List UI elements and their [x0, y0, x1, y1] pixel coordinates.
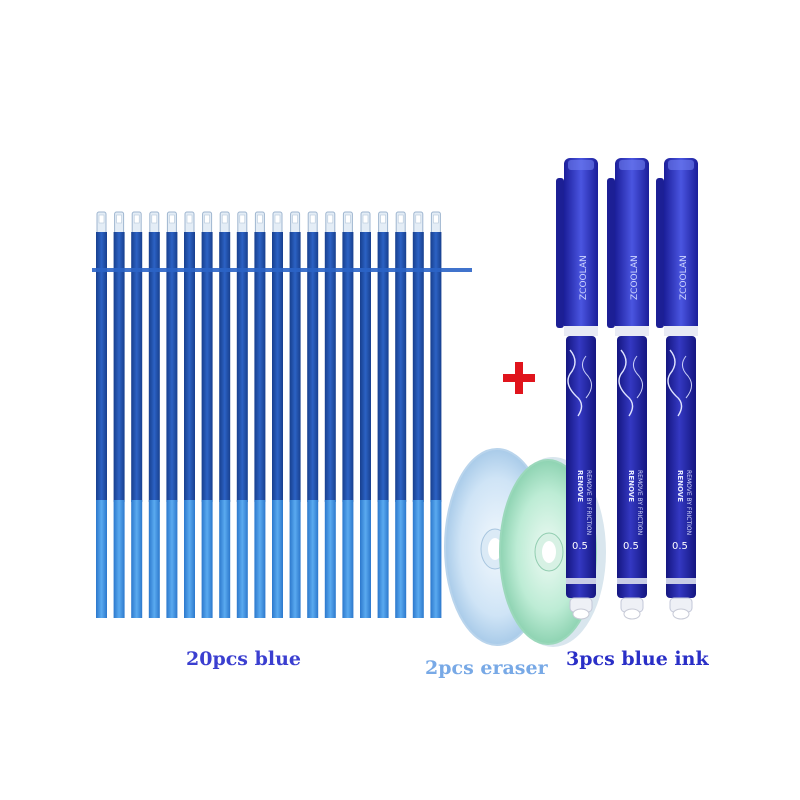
- refill: [430, 211, 442, 618]
- refill: [201, 211, 213, 618]
- refill: [166, 211, 178, 618]
- refill: [289, 211, 301, 618]
- refill: [219, 211, 231, 618]
- pen-body-label: RENOVE: [627, 470, 635, 502]
- pen-brand-label: ZCOOLAN: [630, 255, 640, 300]
- refill: [236, 211, 248, 618]
- plus-sign-icon: [503, 362, 535, 394]
- refill: [184, 211, 195, 618]
- pen-tip-size-label: 0.5: [623, 541, 639, 552]
- pen-brand-label: ZCOOLAN: [679, 255, 689, 300]
- pen-tip-size-label: 0.5: [572, 541, 588, 552]
- refill-group: [92, 211, 472, 618]
- pen-brand-label: ZCOOLAN: [579, 255, 589, 300]
- pen-body-sublabel: REMOVE BY FRICTION: [685, 470, 692, 535]
- refill: [131, 211, 143, 618]
- pen-tip-size-label: 0.5: [672, 541, 688, 552]
- refill: [254, 211, 266, 618]
- refill: [377, 211, 389, 618]
- refill: [148, 211, 160, 618]
- refill: [307, 211, 319, 618]
- pen-body-sublabel: REMOVE BY FRICTION: [636, 470, 643, 535]
- refill: [96, 211, 107, 618]
- caption-erasers: 2pcs eraser: [425, 657, 548, 679]
- caption-pens: 3pcs blue ink: [566, 648, 709, 670]
- refill: [395, 211, 407, 618]
- refill: [272, 211, 283, 618]
- pen-body-sublabel: REMOVE BY FRICTION: [585, 470, 592, 535]
- pen-body-label: RENOVE: [576, 470, 584, 502]
- refill: [412, 211, 424, 618]
- refill: [113, 211, 125, 618]
- refill: [360, 211, 371, 618]
- refill: [342, 211, 354, 618]
- refill: [324, 211, 336, 618]
- caption-refills: 20pcs blue: [186, 648, 302, 670]
- pen-body-label: RENOVE: [676, 470, 684, 502]
